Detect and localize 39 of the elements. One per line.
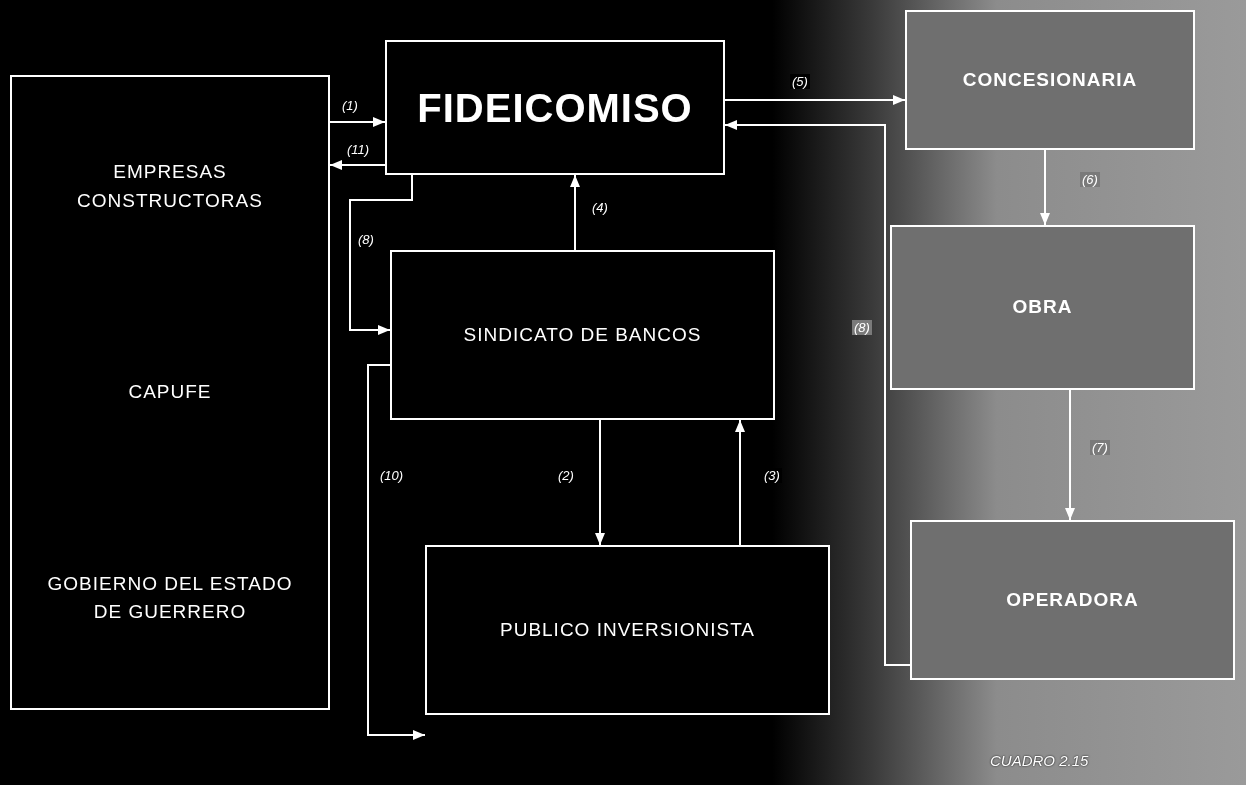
arrow [724, 95, 906, 105]
edge-label: (11) [345, 142, 372, 157]
title-text: FIDEICOMISO [417, 84, 693, 132]
edge-label: (7) [1090, 440, 1110, 455]
edge-label: (4) [590, 200, 610, 215]
node-label: EMPRESAS CONSTRUCTORAS [76, 160, 264, 213]
arrow [349, 174, 413, 335]
node-label: CAPUFE [128, 380, 212, 405]
arrow [329, 160, 386, 170]
edge-label: (8) [356, 232, 376, 247]
node-label: OBRA [1012, 295, 1073, 320]
edge-label: (10) [378, 468, 406, 483]
process-box [385, 40, 725, 175]
process-box [905, 10, 1195, 150]
node-label: GOBIERNO DEL ESTADO DE GUERRERO [46, 571, 294, 625]
process-box [425, 545, 830, 715]
arrow [570, 174, 580, 251]
arrow [329, 117, 386, 127]
process-box [910, 520, 1235, 680]
arrow [1040, 149, 1050, 226]
node-label: OPERADORA [1006, 587, 1139, 612]
entity-group-box [10, 75, 330, 710]
process-box [390, 250, 775, 420]
edge-label: (5) [790, 74, 810, 89]
arrow [595, 419, 605, 546]
arrow [735, 419, 745, 546]
figure-caption: CUADRO 2.15 [990, 752, 1089, 769]
edge-label: (1) [340, 98, 360, 113]
edge-label: (3) [762, 468, 782, 483]
process-box [890, 225, 1195, 390]
arrow [724, 120, 911, 666]
edge-label: (2) [556, 468, 576, 483]
node-label: SINDICATO DE BANCOS [463, 322, 702, 347]
arrow [1065, 389, 1075, 521]
edge-label: (6) [1080, 172, 1100, 187]
node-label: PUBLICO INVERSIONISTA [500, 617, 755, 642]
arrow [367, 364, 426, 740]
node-label: CONCESIONARIA [962, 67, 1138, 92]
edge-label: (8) [852, 320, 872, 335]
